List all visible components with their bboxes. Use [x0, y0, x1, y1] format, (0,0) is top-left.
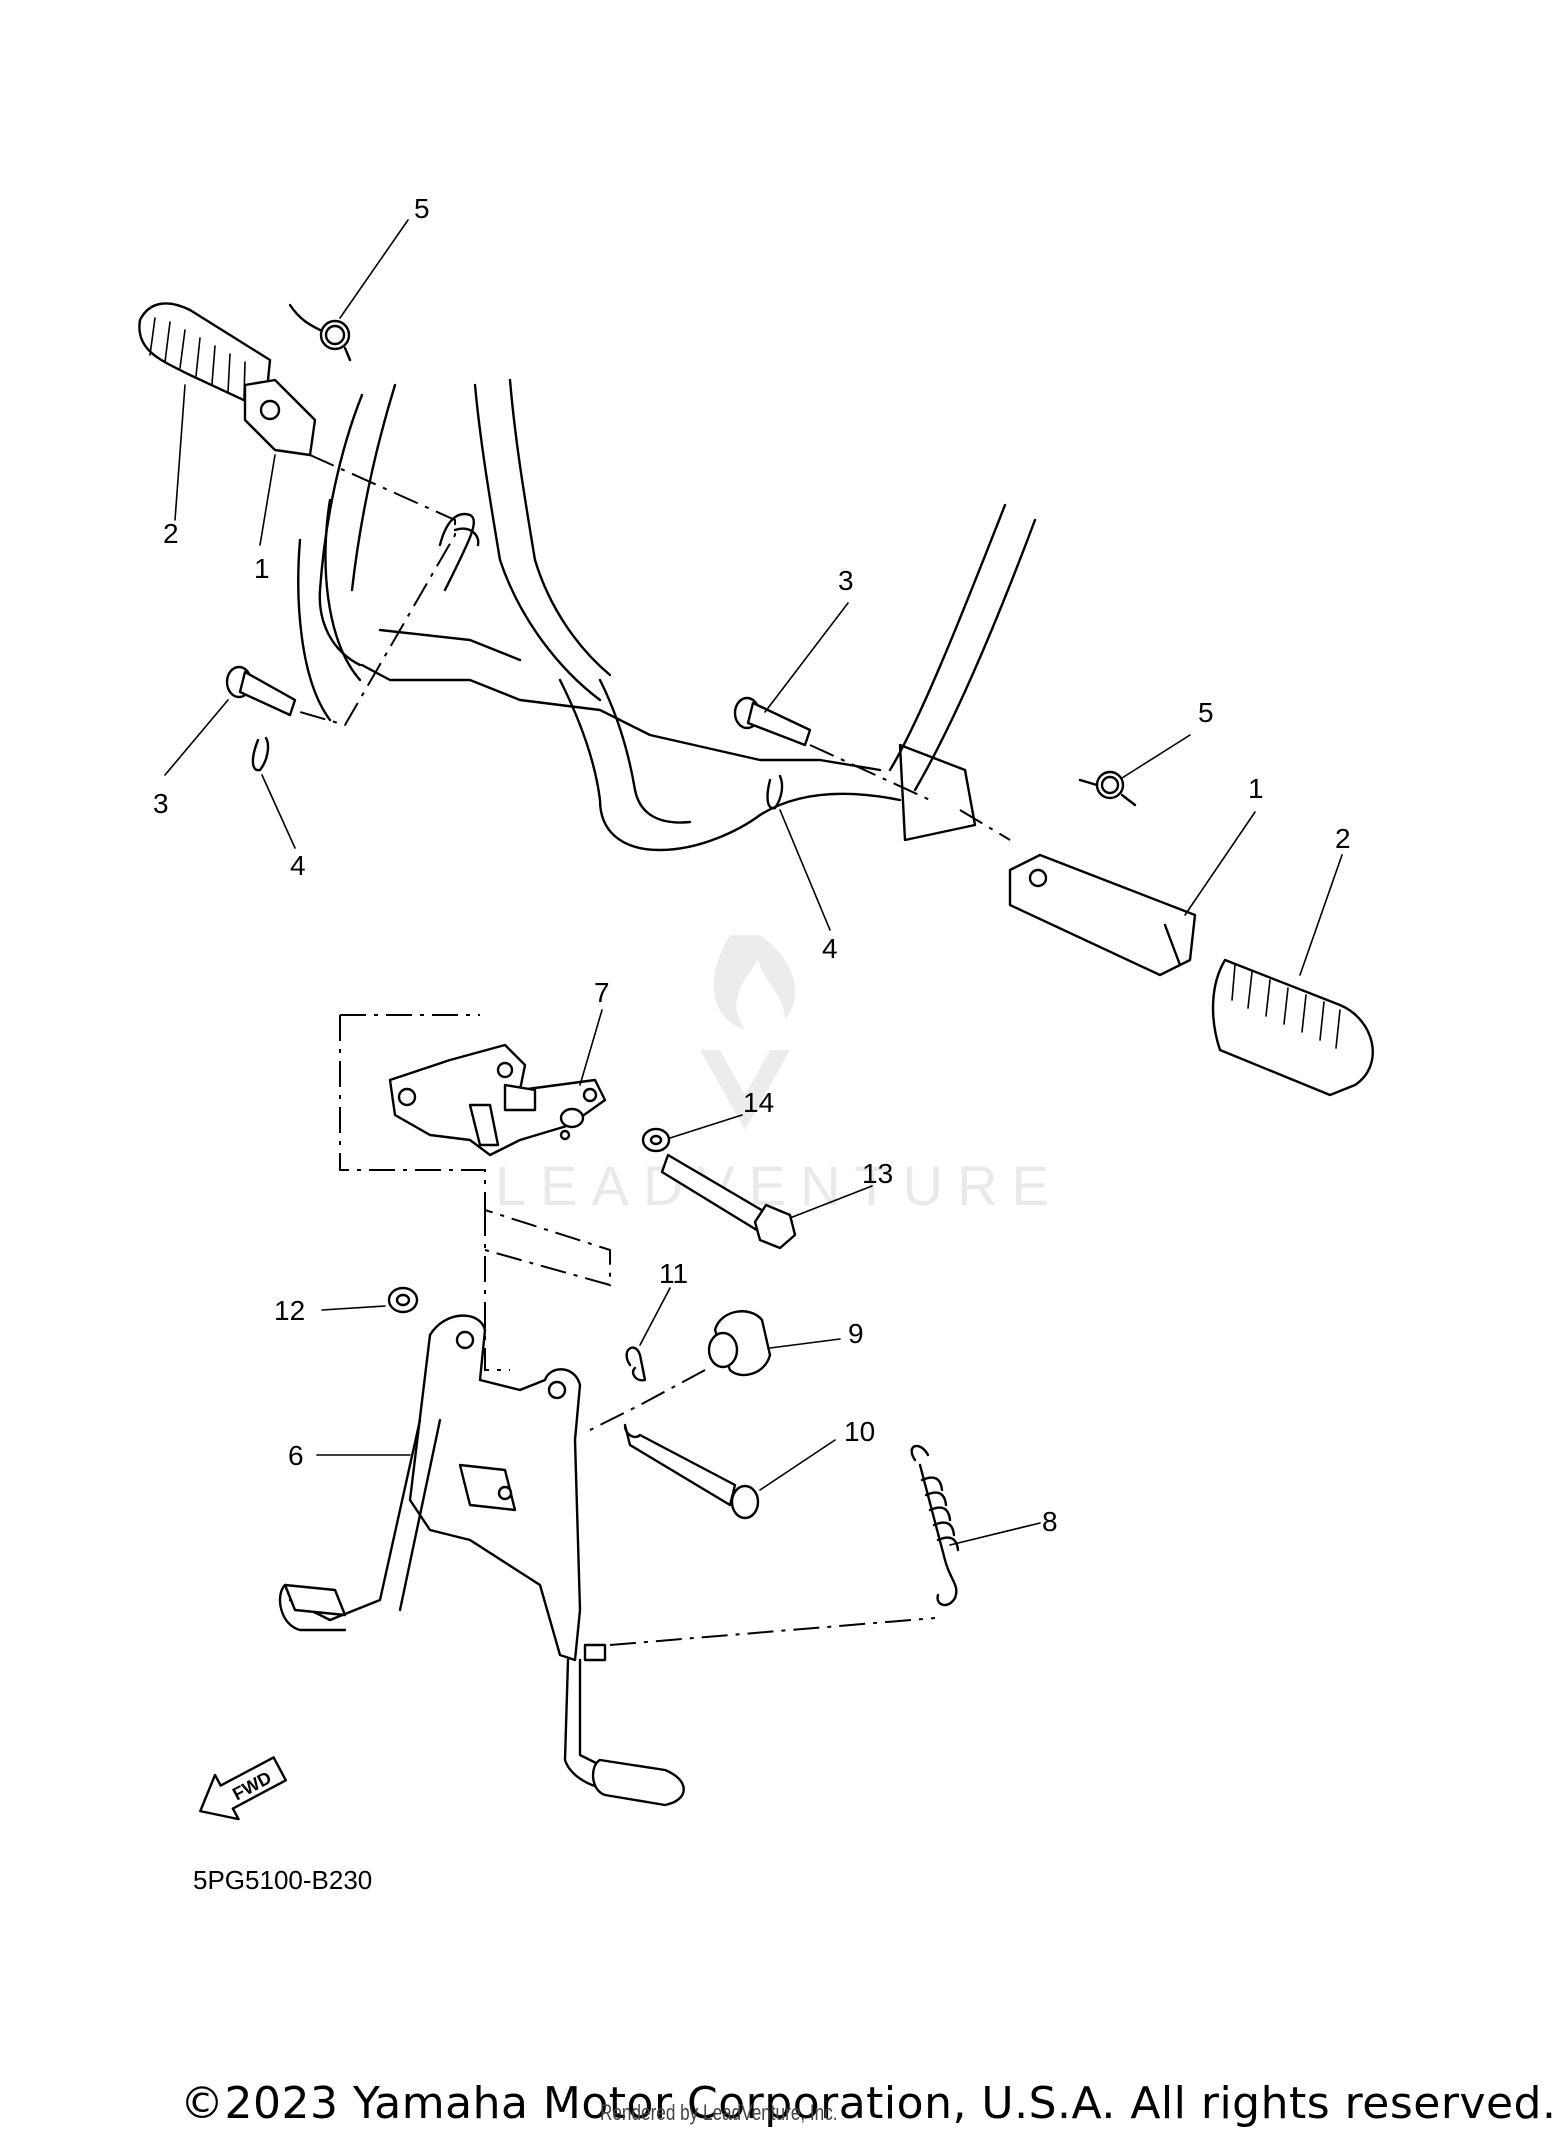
rendered-by-credit: Rendered by LeadVenture, Inc. — [600, 2100, 838, 2125]
callout-12: 12 — [274, 1295, 305, 1326]
leadventure-watermark: LEADVENTURE — [495, 935, 1063, 1217]
callout-8: 8 — [1042, 1506, 1058, 1537]
left-footrest-bracket — [243, 378, 317, 457]
callouts: 5 2 1 3 4 3 5 1 2 4 7 14 13 12 11 9 6 10… — [153, 193, 1351, 1537]
bracket-bolt-pin — [559, 1107, 585, 1141]
spring-8 — [910, 1444, 960, 1607]
washer-12 — [387, 1286, 419, 1314]
callout-13: 13 — [862, 1158, 893, 1189]
callout-11: 11 — [659, 1258, 688, 1289]
left-assembly-line — [299, 454, 456, 727]
callout-5-right: 5 — [1198, 697, 1214, 728]
left-cotter-pin — [251, 736, 270, 772]
callout-4-left: 4 — [290, 850, 306, 881]
parts-diagram: LEADVENTURE — [138, 193, 1374, 1821]
callout-9: 9 — [848, 1318, 864, 1349]
right-cotter-pin — [766, 774, 784, 810]
callout-1-right: 1 — [1248, 773, 1264, 804]
callout-6: 6 — [288, 1440, 304, 1471]
right-footrest-rubber — [1211, 958, 1374, 1097]
callout-3-left: 3 — [153, 788, 169, 819]
center-stand — [278, 1314, 685, 1807]
callout-5-left: 5 — [414, 193, 430, 224]
bolt-13 — [660, 1153, 797, 1250]
callout-10: 10 — [844, 1416, 875, 1447]
left-torsion-spring — [288, 303, 352, 362]
shaft-10 — [623, 1423, 760, 1520]
shaft-assembly-line — [589, 1369, 706, 1431]
callout-7: 7 — [594, 977, 610, 1008]
watermark-text: LEADVENTURE — [495, 1154, 1063, 1217]
left-pin — [225, 665, 297, 717]
diagram-code: 5PG5100-B230 — [193, 1865, 373, 1895]
fwd-arrow-icon: FWD — [199, 1756, 288, 1821]
right-pin-line — [809, 744, 931, 801]
callout-3-right: 3 — [838, 565, 854, 596]
callout-2-left: 2 — [163, 518, 179, 549]
leader-lines — [164, 219, 1343, 1546]
stopper-9 — [707, 1310, 772, 1377]
callout-14: 14 — [743, 1087, 774, 1118]
callout-1-left: 1 — [254, 553, 270, 584]
frame-outline — [297, 378, 1037, 852]
washer-14 — [641, 1127, 671, 1153]
spring-line — [609, 1617, 936, 1646]
right-torsion-spring — [1078, 770, 1137, 807]
stand-bracket-outline-drop — [484, 1210, 510, 1371]
callout-2-right: 2 — [1335, 823, 1351, 854]
right-footrest-bracket — [1008, 853, 1197, 977]
copyright-notice: ©2023 Yamaha Motor Corporation, U.S.A. A… — [180, 2078, 1556, 2129]
right-pin — [733, 696, 812, 747]
callout-4-right: 4 — [822, 933, 838, 964]
hair-pin-clip-11 — [625, 1346, 647, 1382]
right-bracket-line — [959, 809, 1011, 841]
stand-bracket — [388, 1043, 607, 1157]
